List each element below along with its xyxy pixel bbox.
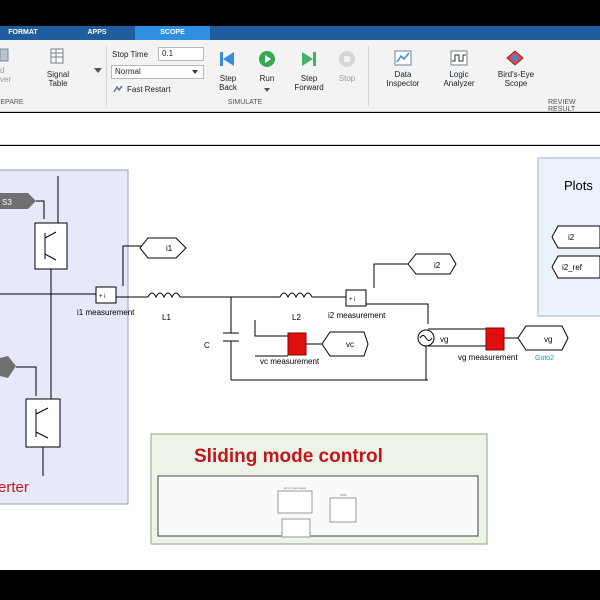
from-i2-label: i2 [568,233,575,242]
smc-label: SMC [340,493,348,497]
chevron-down-icon [192,70,198,74]
from-i2-ref-label: i2_ref [562,263,583,272]
error-generation-block[interactable] [277,490,313,514]
fast-restart-icon [113,85,123,93]
section-divider [368,46,369,106]
wire [16,366,37,396]
ribbon-toolstrip: d ver Signal Table Stop Time 0.1 Normal … [0,40,600,113]
section-divider [106,46,107,106]
wire [366,303,429,324]
inverter-area-label: erter [0,479,29,496]
goto-i2-block[interactable] [407,253,457,275]
model-canvas[interactable]: erter S3 + i i1 measurement i1 L1 [0,146,600,570]
igbt-switch-lower[interactable] [25,398,61,448]
i1-measurement-label: i1 measurement [77,308,135,317]
from-i2-block[interactable] [551,225,600,249]
ribbon-tab-bar: FORMAT APPS SCOPE [0,26,600,40]
run-button[interactable]: Run [259,74,275,83]
wire [42,176,59,476]
inductor-l1[interactable] [147,292,181,299]
sensor-plus: + i [99,294,106,300]
smc-output-block[interactable] [281,518,311,538]
from-i2-ref-block[interactable] [551,255,600,279]
igbt-switch-upper[interactable] [34,222,68,270]
vc-measurement-label: vc measurement [260,357,320,366]
step-forward-button[interactable]: Step Forward [294,74,324,92]
stop-time-input[interactable]: 0.1 [158,47,204,61]
goto-vg-label: vg [544,335,552,344]
goto-vg-block[interactable] [517,325,569,351]
sliding-mode-control-title: Sliding mode control [194,446,383,467]
tab-scope[interactable]: SCOPE [135,26,210,40]
goto-vc-block[interactable] [321,331,369,357]
goto-s3-block[interactable] [0,193,36,209]
chevron-down-icon[interactable] [264,88,270,93]
goto-s3-label: S3 [2,198,12,207]
run-icon[interactable] [258,50,276,68]
vc-voltage-sensor[interactable] [287,332,307,356]
data-inspector-button[interactable]: Data Inspector [386,70,420,88]
i1-current-sensor[interactable] [95,286,117,304]
simulation-mode-value: Normal [115,67,141,76]
signal-table-icon[interactable] [50,48,64,64]
goto-i2-label: i2 [434,261,441,270]
inductor-l2[interactable] [279,292,313,299]
stop-icon[interactable] [338,50,356,68]
wire [122,245,148,286]
block-diagram: erter S3 + i i1 measurement i1 L1 [0,157,600,545]
simulation-mode-select[interactable]: Normal [111,65,204,79]
plots-title: Plots [564,178,593,193]
goto-i1-label: i1 [166,244,173,253]
goto-i1-block[interactable] [139,237,187,259]
model-browser-strip [0,113,600,145]
fast-restart-button[interactable]: Fast Restart [127,85,171,94]
birds-eye-scope-icon[interactable] [506,50,524,66]
goto2-label: Goto2 [535,355,554,362]
sine-icon [419,335,433,341]
section-review-results-label: REVIEW RESULT [548,99,576,113]
capacitor-c[interactable] [223,297,239,380]
vg-source-label: vg [440,335,448,344]
logic-analyzer-icon[interactable] [450,50,468,66]
step-forward-icon[interactable] [299,50,317,68]
wire [36,200,45,219]
tab-apps[interactable]: APPS [87,29,107,36]
goto-vc-label: vc [346,340,354,349]
section-simulate-label: SIMULATE [227,99,263,106]
logic-analyzer-button[interactable]: Logic Analyzer [443,70,475,88]
wire [373,263,408,288]
i2-current-sensor[interactable] [345,289,367,307]
l2-label: L2 [292,313,301,322]
stop-time-label: Stop Time [112,50,149,59]
data-inspector-icon[interactable] [394,50,412,66]
smc-block[interactable] [329,497,357,523]
i2-measurement-label: i2 measurement [328,311,386,320]
smc-subsystem-block[interactable] [157,475,479,537]
goto-block[interactable] [0,356,16,378]
step-back-button[interactable]: Step Back [219,74,237,92]
l1-label: L1 [162,313,171,322]
save-icon [0,48,9,62]
bottom-letterbox [0,570,600,600]
birds-eye-scope-button[interactable]: Bird's-Eye Scope [497,70,535,88]
capacitor-label: C [204,341,210,350]
signal-table-button[interactable]: Signal Table [46,70,70,88]
stop-button[interactable]: Stop [338,74,356,83]
error-generation-label: Error Generation [284,486,307,490]
chevron-down-icon[interactable] [94,68,102,74]
inverter-subsystem-area[interactable] [0,169,129,505]
tab-format[interactable]: FORMAT [8,29,38,36]
sensor-plus: + i [349,297,356,303]
vg-measurement-label: vg measurement [458,353,518,362]
wire [254,320,288,357]
step-back-icon[interactable] [219,50,237,68]
section-prepare-label: EPARE [0,99,24,106]
vg-voltage-sensor[interactable] [485,327,505,351]
partial-button-label[interactable]: d ver [0,66,12,84]
wire [428,328,486,347]
